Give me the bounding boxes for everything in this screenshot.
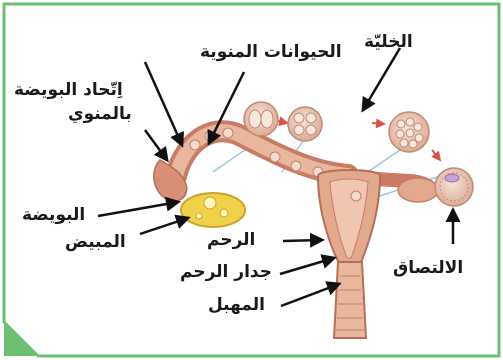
label-uterine-wall: جدار الرحم <box>180 262 272 283</box>
cell-stage-1 <box>244 102 278 136</box>
vagina-shape <box>334 262 366 338</box>
label-cell: الخليّة <box>364 32 413 53</box>
label-fusion-line1: اِتّحاد البويضة <box>14 80 123 101</box>
label-vagina: المهبل <box>208 295 265 316</box>
label-ovary: المبيض <box>65 232 126 253</box>
label-fusion-line2: بالمنوي <box>68 104 132 125</box>
cell-stage-3 <box>389 112 429 152</box>
cell-stage-4-blastocyst <box>435 168 473 206</box>
label-sperm: الحيوانات المنوية <box>200 42 342 63</box>
label-uterus: الرحم <box>207 230 255 251</box>
cell-stage-2 <box>288 107 322 141</box>
label-ovum: البويضة <box>22 205 85 226</box>
label-implantation: الالتصاق <box>393 258 463 279</box>
